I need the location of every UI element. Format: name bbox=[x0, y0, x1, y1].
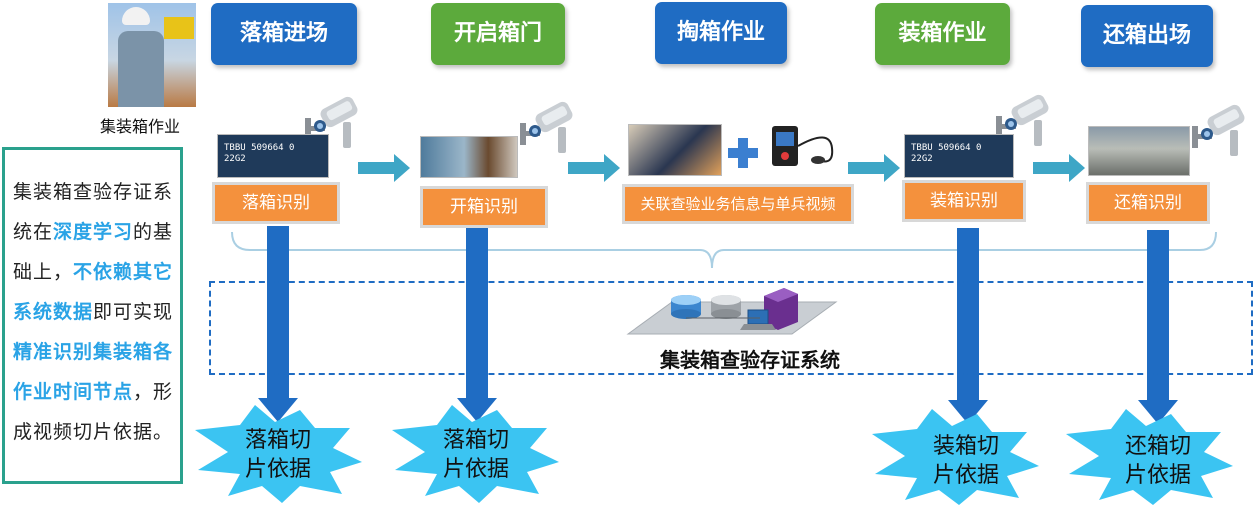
down-arrow-2 bbox=[466, 228, 488, 400]
slice-label-line: 落箱切 bbox=[442, 428, 509, 453]
slice-label-line: 还箱切 bbox=[1124, 434, 1191, 459]
flow-arrow-1 bbox=[358, 154, 410, 182]
stage-3-header: 掏箱作业 bbox=[655, 2, 787, 64]
stage-5-header: 还箱出场 bbox=[1081, 5, 1213, 67]
slice-label-line: 片依据 bbox=[244, 457, 311, 482]
server-icon bbox=[711, 295, 741, 319]
flow-arrow-3 bbox=[848, 154, 900, 182]
worker-body bbox=[118, 31, 164, 107]
slice-label-line: 装箱切 bbox=[932, 434, 999, 459]
server-tower-icon bbox=[764, 288, 798, 330]
container-exit-photo bbox=[1088, 126, 1190, 176]
slice-label-2: 落箱切 片依据 bbox=[426, 426, 526, 484]
description-text: ，形成视频切片依据。 bbox=[13, 381, 174, 443]
system-illustration bbox=[626, 288, 838, 335]
plate-line-1: TBBU 509664 0 bbox=[224, 143, 295, 153]
laptop-icon bbox=[740, 309, 776, 330]
container-plate-photo-2: TBBU 509664 0 22G2 bbox=[904, 134, 1014, 178]
slice-label-line: 片依据 bbox=[932, 463, 999, 488]
down-arrow-1 bbox=[267, 226, 289, 400]
description-highlight: 深度学习 bbox=[53, 221, 134, 243]
down-arrow-3 bbox=[957, 228, 979, 402]
description-text: 集装箱查验存证系统在 bbox=[13, 181, 174, 243]
container-open-photo bbox=[420, 136, 518, 178]
recognition-label-5: 还箱识别 bbox=[1086, 182, 1210, 224]
slice-label-line: 片依据 bbox=[1124, 463, 1191, 488]
system-label: 集装箱查验存证系统 bbox=[660, 348, 840, 372]
container-plate-photo-1: TBBU 509664 0 22G2 bbox=[217, 134, 329, 178]
slice-starburst-3 bbox=[872, 409, 1039, 505]
recognition-label-3: 关联查验业务信息与单兵视频 bbox=[622, 184, 854, 224]
slice-label-line: 片依据 bbox=[442, 457, 509, 482]
flow-arrow-2 bbox=[568, 154, 620, 182]
recognition-label-4: 装箱识别 bbox=[902, 180, 1026, 222]
slice-starburst-4 bbox=[1066, 409, 1233, 505]
database-icon bbox=[671, 295, 701, 319]
description-box: 集装箱查验存证系统在深度学习的基础上，不依赖其它系统数据即可实现精准识别集装箱各… bbox=[2, 147, 183, 484]
worker-label: 集装箱作业 bbox=[100, 117, 181, 136]
plate-line-2: 22G2 bbox=[911, 154, 933, 164]
description-text: 即可实现 bbox=[93, 301, 174, 323]
stage-4-header: 装箱作业 bbox=[875, 3, 1010, 65]
description-highlight: 精准识别集装箱各作业时间节点 bbox=[13, 341, 174, 403]
cctv-camera-icon bbox=[520, 99, 575, 153]
system-region bbox=[209, 281, 1253, 375]
cctv-camera-icon bbox=[1192, 102, 1247, 156]
crane-part bbox=[164, 17, 194, 39]
recognition-label-2: 开箱识别 bbox=[420, 186, 548, 228]
down-arrow-4 bbox=[1147, 230, 1169, 402]
slice-label-4: 还箱切 片依据 bbox=[1108, 432, 1208, 490]
description-highlight: 不依赖其它系统数据 bbox=[13, 261, 174, 323]
slice-label-line: 落箱切 bbox=[244, 428, 311, 453]
slice-starburst-2 bbox=[392, 405, 559, 503]
slice-label-1: 落箱切 片依据 bbox=[228, 426, 328, 484]
plus-icon bbox=[728, 138, 758, 168]
worker-helmet bbox=[122, 7, 150, 25]
plate-line-2: 22G2 bbox=[224, 154, 246, 164]
body-camera-icon bbox=[772, 126, 834, 166]
slice-starburst-1 bbox=[195, 405, 362, 503]
worker-photo bbox=[108, 3, 196, 107]
stage-1-header: 落箱进场 bbox=[211, 3, 357, 65]
inspection-photo bbox=[628, 124, 722, 176]
flow-arrow-4 bbox=[1033, 154, 1085, 182]
description-text: 的基础上， bbox=[13, 221, 174, 283]
recognition-label-1: 落箱识别 bbox=[212, 182, 340, 224]
plate-line-1: TBBU 509664 0 bbox=[911, 143, 982, 153]
slice-label-3: 装箱切 片依据 bbox=[916, 432, 1016, 490]
stage-2-header: 开启箱门 bbox=[431, 3, 565, 65]
bracket-line bbox=[231, 231, 1217, 269]
